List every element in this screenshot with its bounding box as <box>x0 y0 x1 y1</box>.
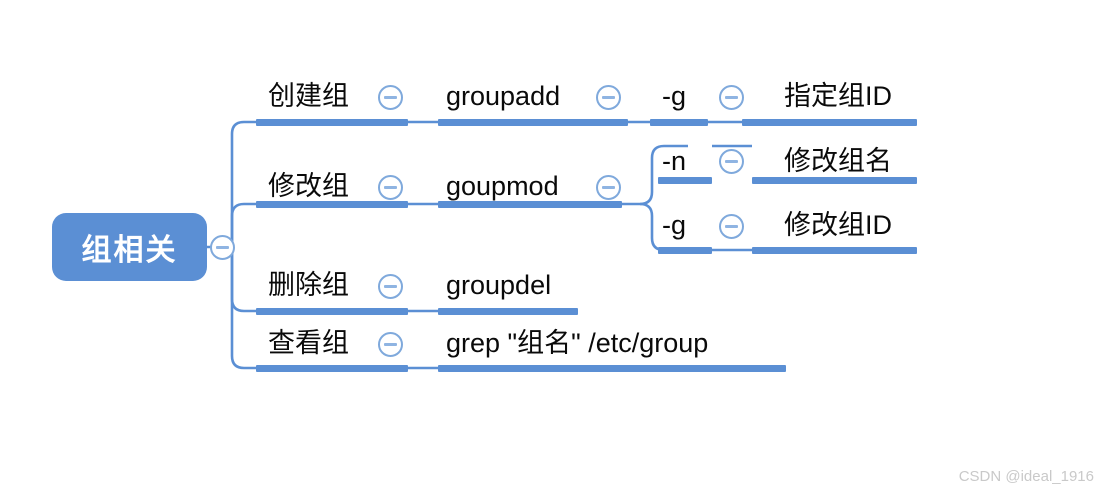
collapse-icon-groupadd[interactable] <box>596 85 621 110</box>
underline-flag-g-add <box>650 119 708 126</box>
collapse-icon-view-group[interactable] <box>378 332 403 357</box>
underline-rename-group <box>752 177 917 184</box>
collapse-icon-flag-g-mod[interactable] <box>719 214 744 239</box>
topic-create-group[interactable]: 创建组 <box>268 81 349 111</box>
collapse-icon-modify-group[interactable] <box>378 175 403 200</box>
topic-groupadd[interactable]: groupadd <box>446 81 561 111</box>
underline-flag-g-mod <box>658 247 712 254</box>
underline-flag-n <box>658 177 712 184</box>
collapse-icon-goupmod[interactable] <box>596 175 621 200</box>
underline-view-group <box>256 365 408 372</box>
topic-flag-g-add[interactable]: -g <box>662 81 687 111</box>
topic-change-gid[interactable]: 修改组ID <box>784 210 892 240</box>
topic-flag-g-mod[interactable]: -g <box>662 210 687 240</box>
collapse-icon-flag-n[interactable] <box>719 149 744 174</box>
underline-groupadd <box>438 119 628 126</box>
topic-view-group[interactable]: 查看组 <box>268 328 349 358</box>
topic-grep-group[interactable]: grep "组名" /etc/group <box>446 328 709 358</box>
underline-change-gid <box>752 247 917 254</box>
collapse-icon-flag-g-add[interactable] <box>719 85 744 110</box>
root-node[interactable]: 组相关 <box>52 213 207 281</box>
underline-create-group <box>256 119 408 126</box>
collapse-icon-create-group[interactable] <box>378 85 403 110</box>
topic-rename-group[interactable]: 修改组名 <box>784 146 892 176</box>
topic-specify-gid[interactable]: 指定组ID <box>784 81 892 111</box>
underline-groupdel <box>438 308 578 315</box>
underline-goupmod <box>438 201 622 208</box>
topic-goupmod[interactable]: goupmod <box>446 171 559 201</box>
underline-modify-group <box>256 201 408 208</box>
topic-flag-n[interactable]: -n <box>662 146 687 176</box>
underline-specify-gid <box>742 119 917 126</box>
watermark-text: CSDN @ideal_1916 <box>958 468 1094 485</box>
underline-grep-group <box>438 365 786 372</box>
collapse-icon-delete-group[interactable] <box>378 274 403 299</box>
root-node-label: 组相关 <box>81 234 178 267</box>
collapse-icon-root[interactable] <box>210 235 235 260</box>
underline-delete-group <box>256 308 408 315</box>
topic-groupdel[interactable]: groupdel <box>446 270 552 300</box>
topic-modify-group[interactable]: 修改组 <box>268 171 349 201</box>
topic-delete-group[interactable]: 删除组 <box>268 270 349 300</box>
